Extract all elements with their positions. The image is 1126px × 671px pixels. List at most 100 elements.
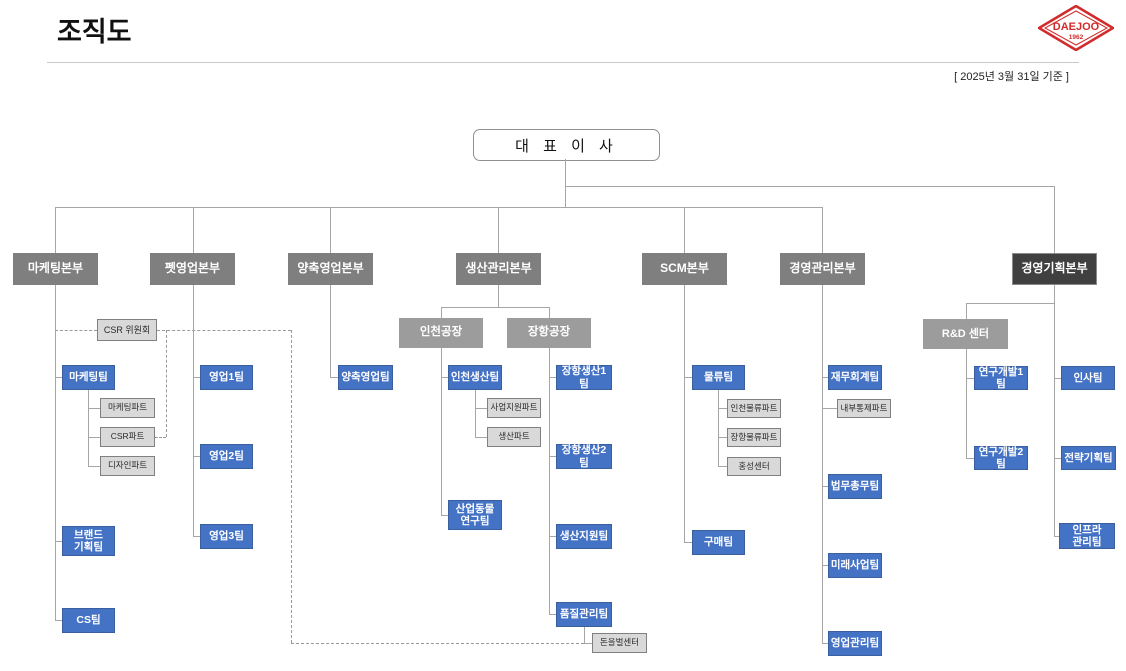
connector-line: [966, 303, 967, 319]
part-internal-control: 내부통제파트: [837, 399, 891, 418]
connector-line: [475, 390, 476, 437]
connector-line: [441, 515, 448, 516]
part-production: 생산파트: [487, 427, 541, 447]
connector-line: [1054, 458, 1061, 459]
header-divider: [47, 62, 1079, 63]
connector-line: [822, 486, 828, 487]
connector-line: [193, 456, 200, 457]
connector-line: [55, 285, 56, 621]
connector-line: [55, 207, 822, 208]
team-sales1: 영업1팀: [200, 365, 253, 390]
team-purchasing: 구매팀: [692, 530, 745, 555]
connector-line: [549, 456, 556, 457]
team-logistics: 물류팀: [692, 365, 745, 390]
connector-line: [822, 565, 828, 566]
connector-line: [330, 285, 331, 377]
dashed-connector: [166, 330, 167, 437]
team-industrial-animal-research: 산업동물 연구팀: [448, 500, 502, 530]
connector-line: [55, 541, 62, 542]
connector-line: [822, 285, 823, 643]
team-infra-management: 인프라 관리팀: [1059, 523, 1115, 549]
connector-line: [822, 377, 828, 378]
division-marketing: 마케팅본부: [13, 253, 98, 285]
connector-line: [498, 285, 499, 307]
svg-text:DAEJOO: DAEJOO: [1053, 21, 1100, 33]
daejoo-logo: DAEJOO 1962: [1036, 4, 1116, 52]
connector-line: [1054, 285, 1055, 303]
team-quality-control: 품질관리팀: [556, 602, 612, 627]
connector-line: [55, 377, 62, 378]
team-finance-accounting: 재무회계팀: [828, 365, 882, 390]
page-title: 조직도: [57, 17, 132, 47]
connector-line: [55, 207, 56, 253]
division-planning: 경영기획본부: [1012, 253, 1097, 285]
connector-line: [88, 408, 100, 409]
connector-line: [718, 466, 727, 467]
daejoo-logo-icon: DAEJOO 1962: [1036, 4, 1116, 52]
connector-line: [193, 377, 200, 378]
team-livestock-sales: 양축영업팀: [338, 365, 393, 390]
connector-line: [684, 285, 685, 542]
dashed-connector: [291, 643, 584, 644]
part-marketing: 마케팅파트: [100, 398, 155, 418]
connector-line: [549, 377, 556, 378]
connector-line: [441, 307, 549, 308]
connector-line: [549, 614, 556, 615]
part-hongseong-center: 홍성센터: [727, 457, 781, 476]
connector-line: [549, 536, 556, 537]
plant-incheon: 인천공장: [399, 318, 483, 348]
team-incheon-production: 인천생산팀: [448, 365, 502, 390]
connector-line: [822, 207, 823, 253]
connector-line: [441, 307, 442, 318]
connector-line: [718, 437, 727, 438]
connector-line: [684, 377, 692, 378]
team-rnd1: 연구개발1팀: [974, 366, 1028, 390]
connector-line: [822, 643, 828, 644]
connector-line: [684, 542, 692, 543]
team-sales2: 영업2팀: [200, 444, 253, 469]
rnd-center-box: R&D 센터: [923, 319, 1008, 349]
team-janghang-production1: 장항생산1팀: [556, 365, 612, 390]
team-sales-management: 영업관리팀: [828, 631, 882, 656]
team-legal-general-affairs: 법무총무팀: [828, 474, 882, 499]
connector-line: [1054, 186, 1055, 253]
part-csr: CSR파트: [100, 427, 155, 447]
connector-line: [475, 408, 487, 409]
team-janghang-production2: 장항생산2팀: [556, 444, 612, 469]
connector-line: [193, 207, 194, 253]
team-rnd2: 연구개발2팀: [974, 446, 1028, 470]
part-design: 디자인파트: [100, 456, 155, 476]
plant-janghang: 장항공장: [507, 318, 591, 348]
division-management: 경영관리본부: [780, 253, 865, 285]
team-cs: CS팀: [62, 608, 115, 633]
csr-committee-box: CSR 위원회: [97, 319, 157, 341]
connector-line: [584, 643, 592, 644]
connector-line: [1054, 378, 1061, 379]
connector-line: [822, 408, 837, 409]
connector-line: [441, 348, 442, 515]
connector-line: [475, 437, 487, 438]
team-sales3: 영업3팀: [200, 524, 253, 549]
connector-line: [88, 390, 89, 466]
dashed-connector: [157, 330, 291, 331]
connector-line: [966, 458, 974, 459]
connector-line: [966, 378, 974, 379]
connector-line: [330, 207, 331, 253]
as-of-date: [ 2025년 3월 31일 기준 ]: [954, 71, 1069, 83]
connector-line: [966, 349, 967, 458]
connector-line: [684, 207, 685, 253]
connector-line: [549, 348, 550, 615]
connector-line: [565, 186, 1054, 187]
team-production-support: 생산지원팀: [556, 524, 612, 549]
connector-line: [966, 303, 1054, 304]
part-business-support: 사업지원파트: [487, 398, 541, 418]
team-future-business: 미래사업팀: [828, 553, 882, 578]
svg-text:1962: 1962: [1069, 34, 1084, 41]
division-livestock-sales: 양축영업본부: [288, 253, 373, 285]
team-strategy-planning: 전략기획팀: [1061, 446, 1116, 470]
connector-line: [1054, 303, 1055, 536]
team-hr: 인사팀: [1061, 366, 1115, 390]
connector-line: [565, 159, 566, 207]
part-janghang-logistics: 장항물류파트: [727, 428, 781, 447]
